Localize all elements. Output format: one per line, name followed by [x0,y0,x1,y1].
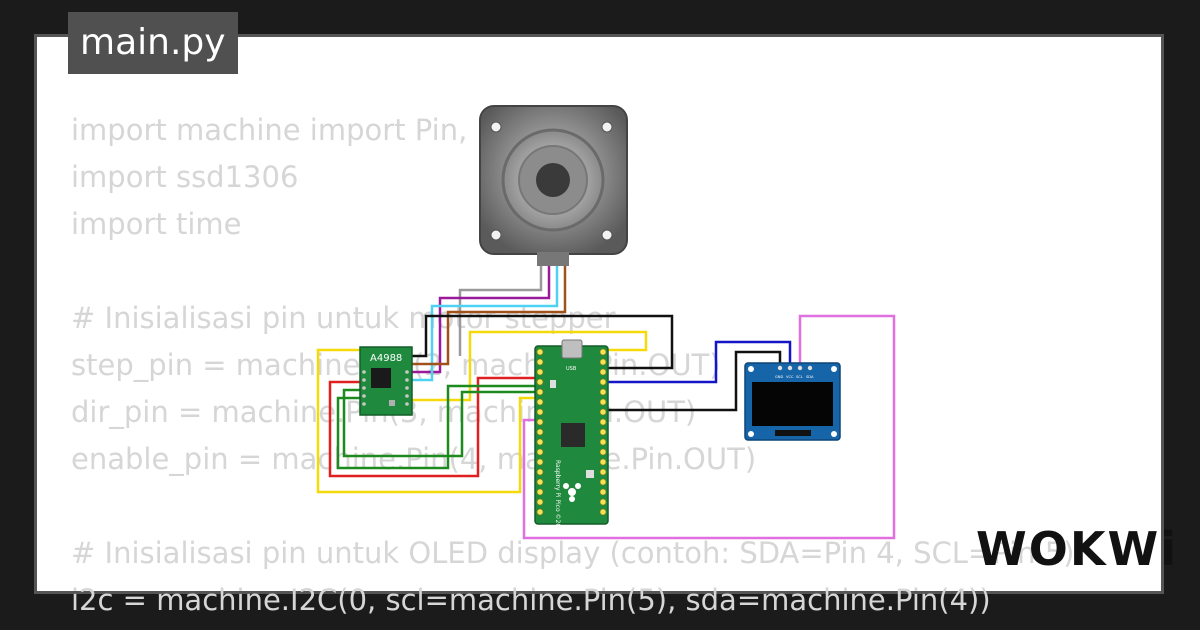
screw-icon [490,229,502,241]
a4988-driver[interactable]: A4988 [359,346,413,416]
code-line: enable_pin = machine.Pin(4, machine.Pin.… [71,442,757,476]
raspberry-pi-pico[interactable]: USB Raspberry Pi Pico ©2020 [534,339,609,535]
file-tab[interactable]: main.py [68,12,238,74]
wire-green-1[interactable] [336,384,538,470]
screw-icon [490,121,502,133]
oled-display[interactable]: GND VCC SCL SDA [744,362,841,441]
code-line: # Inisialisasi pin untuk motor stepper [71,301,616,335]
code-line: # Inisialisasi pin untuk OLED display (c… [71,536,1075,570]
oled-pins [777,365,813,371]
usb-port-icon [561,339,583,359]
code-line: import ssd1306 [71,160,299,194]
wire-gray[interactable] [458,255,543,356]
pico-label: Raspberry Pi Pico ©2020 [554,460,561,535]
oled-pin-label: SCL [796,375,803,379]
driver-pins [362,370,409,406]
code-line: import machine import Pin, [71,113,468,147]
oled-pin-label: GND [775,375,783,379]
wire-green-2[interactable] [342,388,538,458]
pico-pins [536,348,607,516]
wire-pink[interactable] [522,314,896,540]
code-line: import time [71,207,242,241]
raspberry-logo-icon [563,483,581,502]
wire-red[interactable] [328,376,538,478]
driver-label: A4988 [370,353,402,364]
oled-pin-label: SDA [806,375,814,379]
wire-purple[interactable] [410,255,551,374]
wire-black-oled[interactable] [607,350,782,412]
screw-icon [601,121,613,133]
stepper-motor[interactable] [479,105,628,266]
code-background: import machine import Pin, import ssd1306… [71,107,1074,624]
wire-yellow-top[interactable] [410,330,648,402]
wire-cyan[interactable] [410,255,559,382]
driver-chip [371,368,391,388]
oled-screen [752,382,833,426]
wires [316,255,896,540]
code-line: i2c = machine.I2C(0, scl=machine.Pin(5),… [71,583,991,617]
wokwi-logo: WOKWi [976,522,1178,576]
wire-black-top[interactable] [410,314,674,370]
wire-brown[interactable] [410,255,567,366]
usb-label: USB [566,366,577,372]
screw-icon [601,229,613,241]
oled-pin-label: VCC [786,375,794,379]
rp2040-chip [561,423,585,447]
wire-blue[interactable] [607,340,792,384]
wire-yellow[interactable] [316,348,538,494]
